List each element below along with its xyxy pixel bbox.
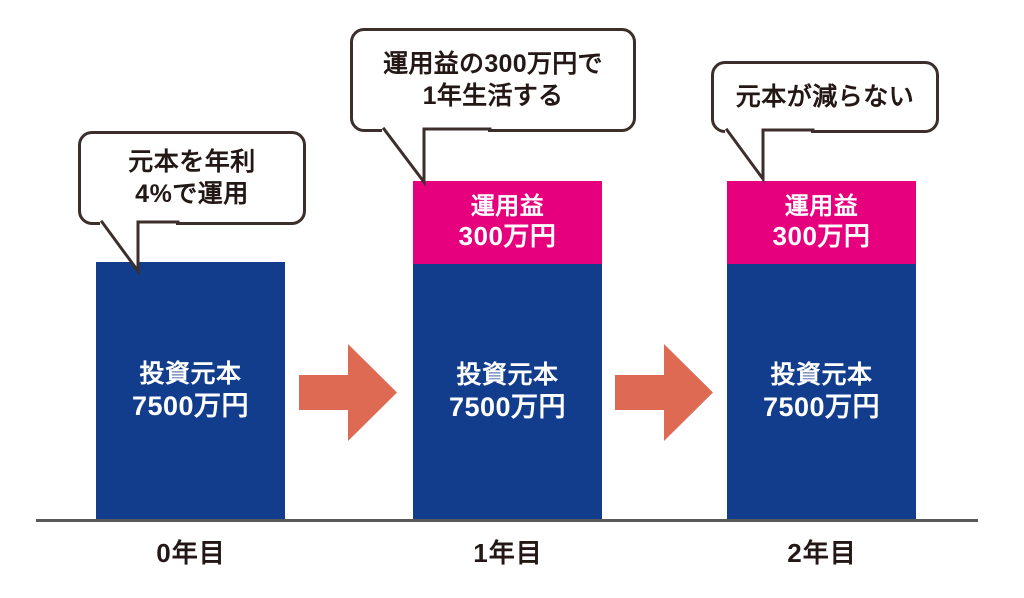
segment-label-line1: 運用益 xyxy=(784,193,859,220)
callout-bubble-box: 元本が減らない xyxy=(711,61,939,133)
bar-year2-gain-segment: 運用益 300万円 xyxy=(727,181,916,264)
callout-bubble-box: 元本を年利 4%で運用 xyxy=(78,131,306,225)
callout-line2: 4%で運用 xyxy=(135,180,249,208)
bar-year1: 運用益 300万円 投資元本 7500万円 xyxy=(413,181,602,520)
callout-line2: 1年生活する xyxy=(422,82,564,110)
bar-year1-principal-segment: 投資元本 7500万円 xyxy=(413,264,602,520)
segment-label-line2: 7500万円 xyxy=(448,391,567,422)
segment-label-line2: 300万円 xyxy=(458,221,557,252)
callout-line1: 元本が減らない xyxy=(735,83,915,111)
axis-label-year2: 2年目 xyxy=(787,538,857,568)
callout-bubble-living-expense: 運用益の300万円で 1年生活する xyxy=(350,28,636,187)
segment-label-line1: 運用益 xyxy=(470,193,545,220)
segment-label-line1: 投資元本 xyxy=(770,361,873,390)
axis-label-year1: 1年目 xyxy=(473,538,543,568)
segment-label-line2: 7500万円 xyxy=(131,390,250,421)
bar-year1-gain-segment: 運用益 300万円 xyxy=(413,181,602,264)
bar-year2-principal-segment: 投資元本 7500万円 xyxy=(727,264,916,520)
segment-label-line2: 7500万円 xyxy=(762,391,881,422)
segment-label-line2: 300万円 xyxy=(772,221,871,252)
bar-year2: 運用益 300万円 投資元本 7500万円 xyxy=(727,181,916,520)
callout-bubble-box: 運用益の300万円で 1年生活する xyxy=(350,28,636,132)
arrow-right-icon-2 xyxy=(615,344,713,441)
bar-year0-principal-segment: 投資元本 7500万円 xyxy=(96,262,285,520)
callout-bubble-principal-rate: 元本を年利 4%で運用 xyxy=(78,131,306,276)
callout-line1: 運用益の300万円で xyxy=(383,50,603,78)
callout-bubble-principal-intact: 元本が減らない xyxy=(711,61,939,184)
axis-baseline xyxy=(36,519,978,522)
callout-line1: 元本を年利 xyxy=(128,148,256,176)
axis-label-year0: 0年目 xyxy=(156,538,226,568)
segment-label-line1: 投資元本 xyxy=(139,360,242,389)
arrow-right-icon-1 xyxy=(299,344,397,441)
bar-year0: 投資元本 7500万円 xyxy=(96,262,285,520)
segment-label-line1: 投資元本 xyxy=(456,361,559,390)
